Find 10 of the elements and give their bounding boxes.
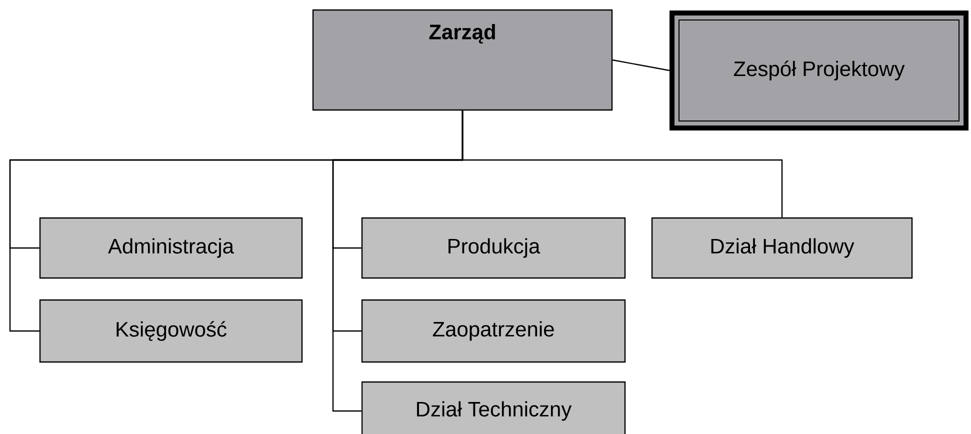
department-box: Administracja bbox=[39, 217, 303, 279]
board-box: Zarząd bbox=[312, 9, 613, 111]
department-box: Produkcja bbox=[361, 217, 626, 279]
connector-line bbox=[612, 59, 670, 72]
department-box: Zaopatrzenie bbox=[361, 299, 626, 363]
team-box: Zespół Projektowy bbox=[670, 10, 968, 130]
department-box: Dział Techniczny bbox=[361, 381, 626, 434]
department-box: Księgowość bbox=[39, 299, 303, 363]
department-box: Dział Handlowy bbox=[651, 217, 913, 279]
connector-line bbox=[462, 110, 783, 218]
